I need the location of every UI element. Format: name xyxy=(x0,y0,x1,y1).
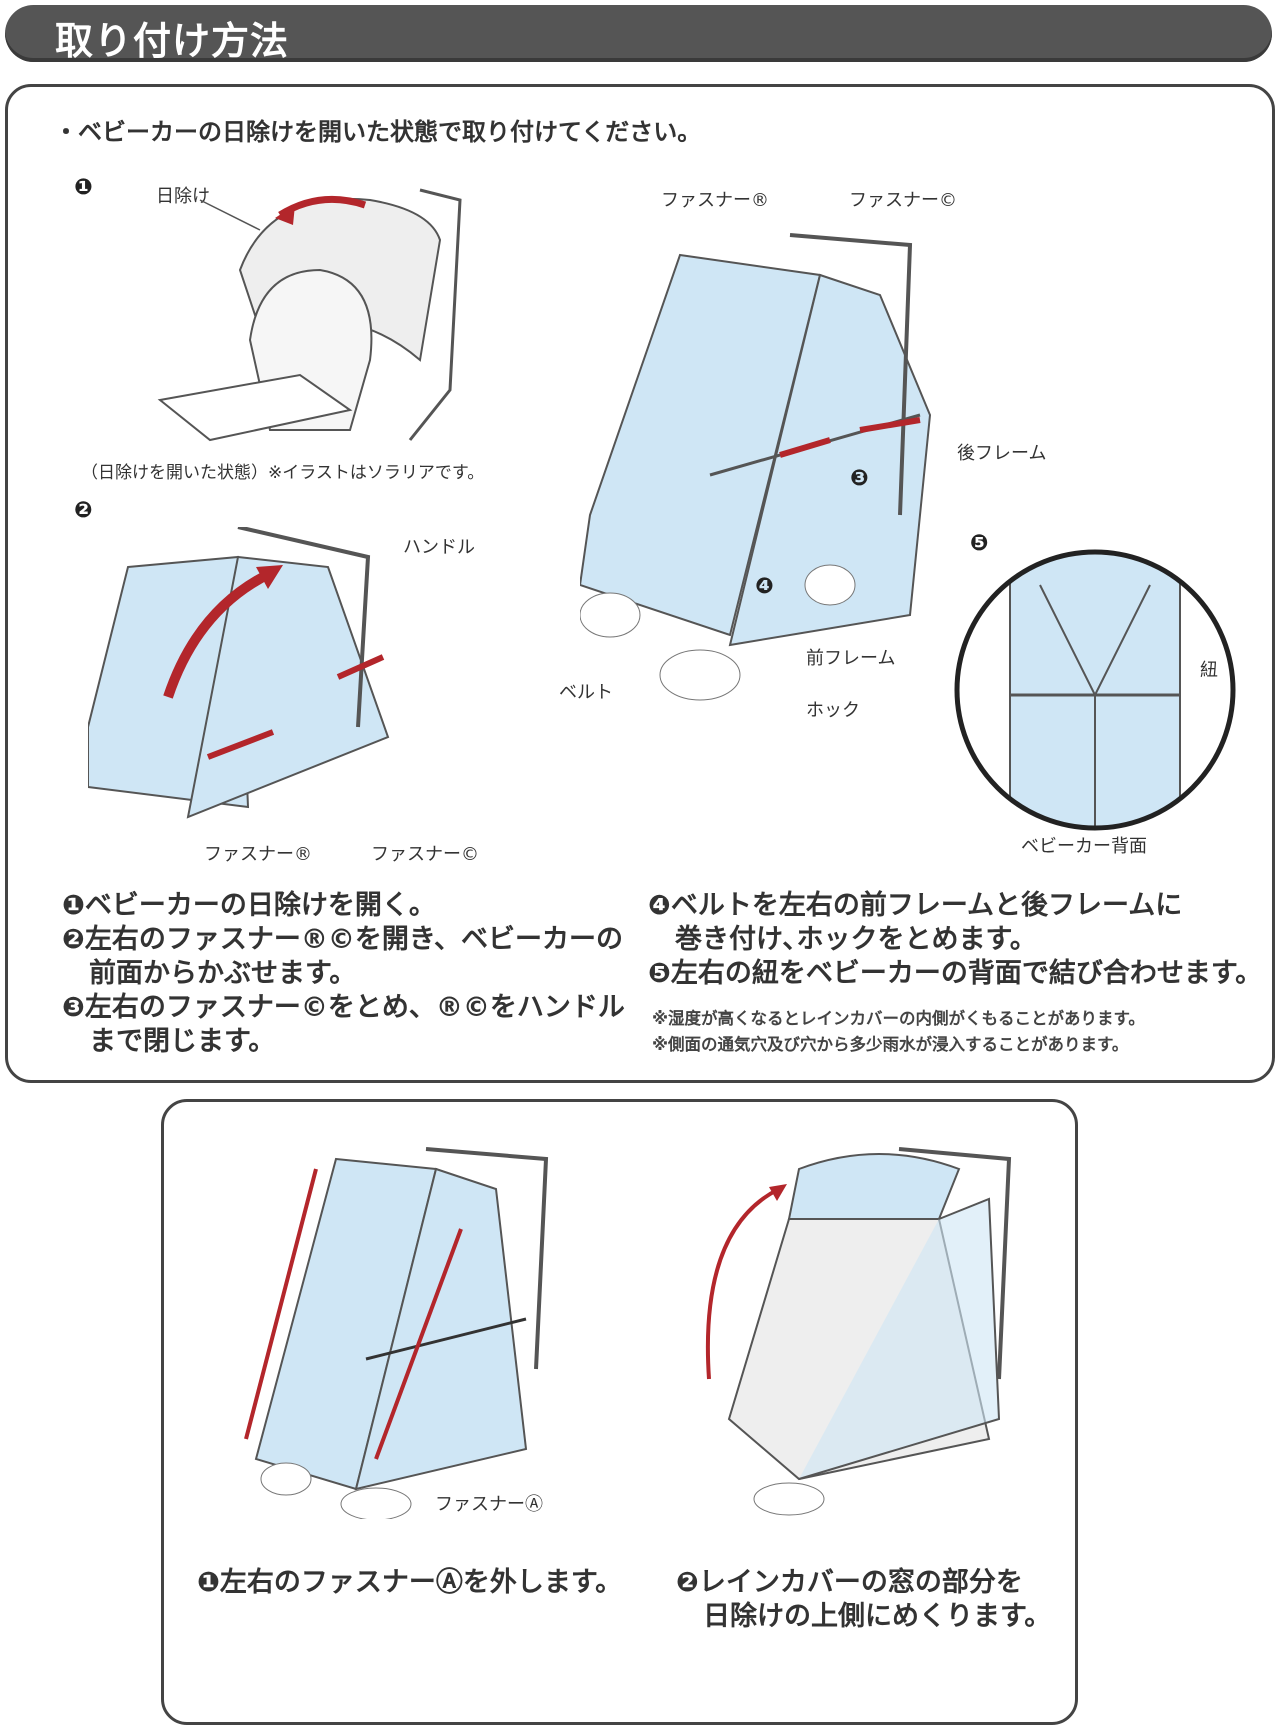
handle-label: ハンドル xyxy=(403,537,475,558)
steps-right: ❹ベルトを左右の前フレームと後フレームに 巻き付け､ホックをとめます。 ❺左右の… xyxy=(648,889,1262,991)
zipper-a-label: ファスナーⒶ xyxy=(435,1494,543,1515)
step-line: まで閉じます。 xyxy=(62,1026,276,1057)
belt-label: ベルト xyxy=(559,682,613,703)
hook-label: ホック xyxy=(806,700,860,721)
remove-zipper-step: ❶左右のファスナーⒶを外します。 xyxy=(197,1567,623,1598)
note-rain: ※側面の通気穴及び穴から多少雨水が浸入することがあります。 xyxy=(652,1035,1129,1054)
figure-number-5: ❺ xyxy=(970,531,989,556)
stroller-back-illustration xyxy=(954,549,1236,831)
title-bar xyxy=(5,5,1272,62)
figure-number-3: ❸ xyxy=(850,466,869,491)
steps-left: ❶ベビーカーの日除けを開く。 ❷左右のファスナー®©を開き、ベビーカーの 前面か… xyxy=(62,889,625,1059)
rear-frame-label: 後フレーム xyxy=(957,443,1047,464)
cover-placement-illustration xyxy=(88,527,390,819)
figure-number-4: ❹ xyxy=(755,574,774,599)
stroller-canopy-illustration xyxy=(157,188,462,442)
zipper-c-label: ファスナー© xyxy=(849,190,957,211)
intro-text: ・ベビーカーの日除けを開いた状態で取り付けてください。 xyxy=(54,118,702,146)
zipper-b-label: ファスナー® xyxy=(661,190,769,211)
back-view-caption: ベビーカー背面 xyxy=(1021,836,1147,857)
canopy-label: 日除け xyxy=(156,186,210,207)
string-label: 紐 xyxy=(1200,660,1218,681)
step-line: ❷左右のファスナー®©を開き、ベビーカーの xyxy=(62,924,623,955)
cover-installed-illustration xyxy=(580,233,932,701)
zipper-release-illustration xyxy=(244,1147,549,1519)
page-title: 取り付け方法 xyxy=(55,19,290,63)
step-line: ❸左右のファスナー©をとめ、®©をハンドル xyxy=(62,992,625,1023)
step-line: ❹ベルトを左右の前フレームと後フレームに xyxy=(648,890,1183,921)
fig1-caption: （日除けを開いた状態）※イラストはソラリアです。 xyxy=(81,463,485,483)
step-line: ❺左右の紐をベビーカーの背面で結び合わせます。 xyxy=(648,958,1263,989)
flip-window-step-line2: 日除けの上側にめくります。 xyxy=(676,1601,1052,1632)
figure-number-2: ❷ xyxy=(74,498,93,523)
front-frame-label: 前フレーム xyxy=(806,648,896,669)
step-line: 前面からかぶせます。 xyxy=(62,958,357,989)
window-flip-illustration xyxy=(705,1147,1012,1516)
flip-window-step-line1: ❷レインカバーの窓の部分を xyxy=(676,1567,1023,1598)
step-line: 巻き付け､ホックをとめます。 xyxy=(648,924,1037,955)
zipper-b-label-fig2: ファスナー® xyxy=(204,844,312,865)
zipper-c-label-fig2: ファスナー© xyxy=(371,844,479,865)
step-line: ❶ベビーカーの日除けを開く。 xyxy=(62,890,436,921)
note-humidity: ※湿度が高くなるとレインカバーの内側がくもることがあります。 xyxy=(652,1009,1145,1028)
figure-number-1: ❶ xyxy=(74,175,93,200)
